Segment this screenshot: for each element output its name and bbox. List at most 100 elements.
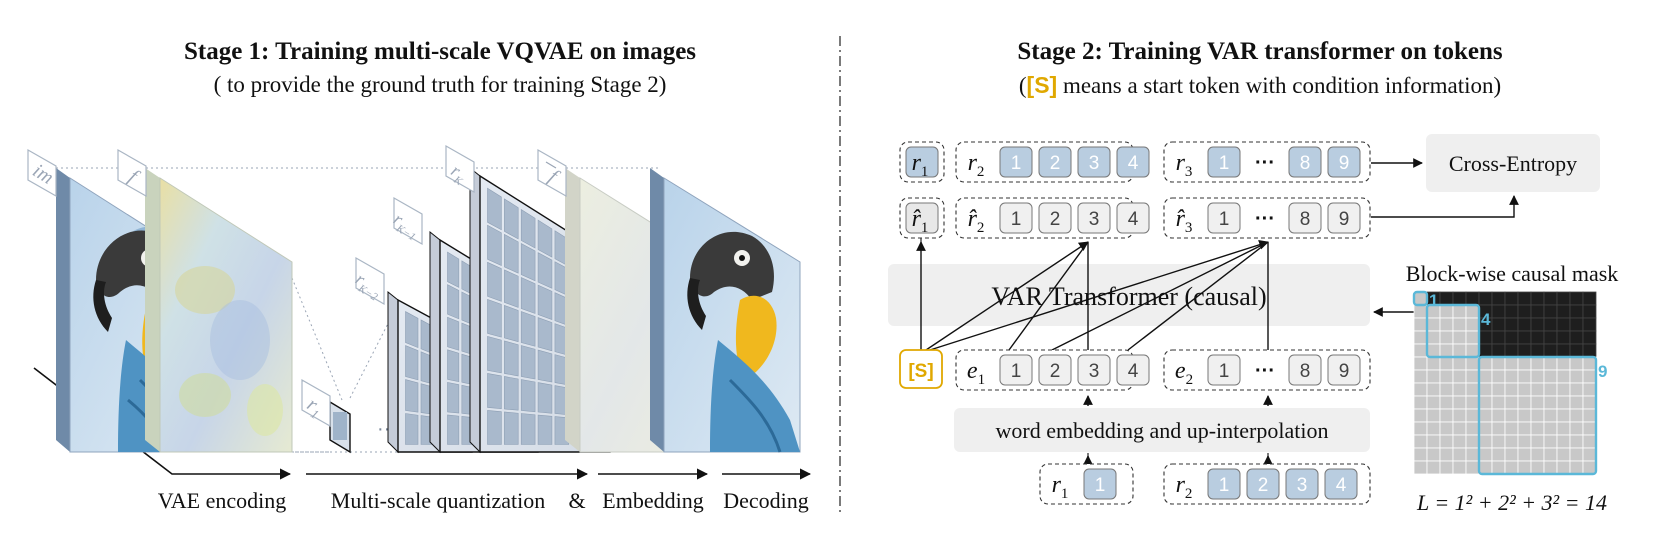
token-ellipsis: ··· [1255, 152, 1275, 174]
mask-cell [1569, 460, 1584, 475]
mask-cell [1452, 343, 1467, 358]
mask-cell [1517, 356, 1532, 371]
token-label: 3 [1089, 361, 1100, 382]
mask-cell [1465, 356, 1480, 371]
mask-block-label-1: 1 [1429, 291, 1438, 310]
grid-cell [447, 284, 460, 320]
mask-cell [1504, 343, 1519, 358]
mask-cell [1556, 447, 1571, 462]
mask-cell [1465, 304, 1480, 319]
token [1038, 354, 1072, 386]
token [1077, 354, 1111, 386]
token [1285, 468, 1319, 500]
mask-cell [1465, 434, 1480, 449]
mask-cell [1426, 317, 1441, 332]
mask-equation: L = 1² + 2² + 3² = 14 [1416, 490, 1607, 515]
mask-cell [1426, 447, 1441, 462]
mask-cell [1452, 317, 1467, 332]
mask-cell [1543, 382, 1558, 397]
feature-map-f [145, 168, 293, 453]
grid-cell [520, 345, 536, 380]
mask-cell [1504, 369, 1519, 384]
token-ellipsis: ··· [1255, 208, 1275, 230]
mask-cell [1530, 421, 1545, 436]
grid-cell [537, 382, 553, 414]
mask-cell [1569, 304, 1584, 319]
grid-cell [447, 414, 460, 445]
mask-cell [1543, 330, 1558, 345]
mask-cell [1413, 447, 1428, 462]
mask-cell [1517, 330, 1532, 345]
mask-cell [1569, 343, 1584, 358]
token-label: 1 [1011, 209, 1022, 230]
mask-cell [1517, 317, 1532, 332]
mask-cell [1530, 460, 1545, 475]
token-label: 8 [1300, 361, 1311, 382]
mask-cell [1478, 460, 1493, 475]
mask-cell [1491, 291, 1506, 306]
token [999, 354, 1033, 386]
mask-cell [1491, 382, 1506, 397]
token-label: 2 [1258, 475, 1269, 496]
grid-cell [487, 224, 502, 267]
mask-cell [1569, 356, 1584, 371]
token-label: 1 [1219, 153, 1230, 174]
token-label: 9 [1339, 361, 1350, 382]
mask-cell [1439, 304, 1454, 319]
mask-cell [1504, 408, 1519, 423]
token [1116, 354, 1150, 386]
mask-cell [1543, 356, 1558, 371]
mask-cell [1413, 408, 1428, 423]
mask-cell [1452, 382, 1467, 397]
token-label: 3 [1089, 209, 1100, 230]
label-im: im [27, 148, 57, 198]
token-label: 4 [1128, 153, 1139, 174]
mask-cell [1439, 382, 1454, 397]
prediction-label: r̂1 [912, 206, 929, 236]
mask-cell [1465, 382, 1480, 397]
grid-cell [520, 277, 536, 314]
start-token: [S] [899, 349, 943, 389]
start-token-legend: [S] [1026, 72, 1058, 98]
grid-cell [405, 311, 419, 349]
mask-cell [1452, 460, 1467, 475]
embedding-block [954, 408, 1370, 452]
mask-cell [1556, 304, 1571, 319]
mask-cell [1439, 317, 1454, 332]
token-label: 1 [1219, 361, 1230, 382]
mask-cell [1569, 408, 1584, 423]
mask-cell [1530, 356, 1545, 371]
mask-cell [1556, 291, 1571, 306]
mask-cell [1439, 343, 1454, 358]
mask-cell [1543, 408, 1558, 423]
token [1083, 468, 1117, 500]
token [1327, 146, 1361, 178]
mask-cell [1452, 291, 1467, 306]
mask-cell [1465, 343, 1480, 358]
block-causal-mask: 149 [1412, 290, 1607, 476]
grid-cell [447, 349, 460, 383]
label-rK-1: rK−1 [390, 196, 423, 246]
mask-cell [1517, 421, 1532, 436]
mask-cell [1517, 369, 1532, 384]
mask-cell [1543, 434, 1558, 449]
token-label: 1 [1011, 153, 1022, 174]
mask-cell [1517, 343, 1532, 358]
cross-entropy-label: Cross-Entropy [1449, 151, 1577, 176]
grid-cell [504, 376, 519, 411]
mask-cell [1478, 408, 1493, 423]
mask-cell [1478, 291, 1493, 306]
mask-cell [1582, 395, 1597, 410]
mask-cell [1530, 291, 1545, 306]
target-label: r3 [1176, 150, 1193, 180]
svg-text:[S]: [S] [908, 361, 933, 382]
mask-cell [1556, 330, 1571, 345]
grid-cell [537, 414, 553, 445]
mask-cell [1504, 291, 1519, 306]
mask-cell [1582, 434, 1597, 449]
